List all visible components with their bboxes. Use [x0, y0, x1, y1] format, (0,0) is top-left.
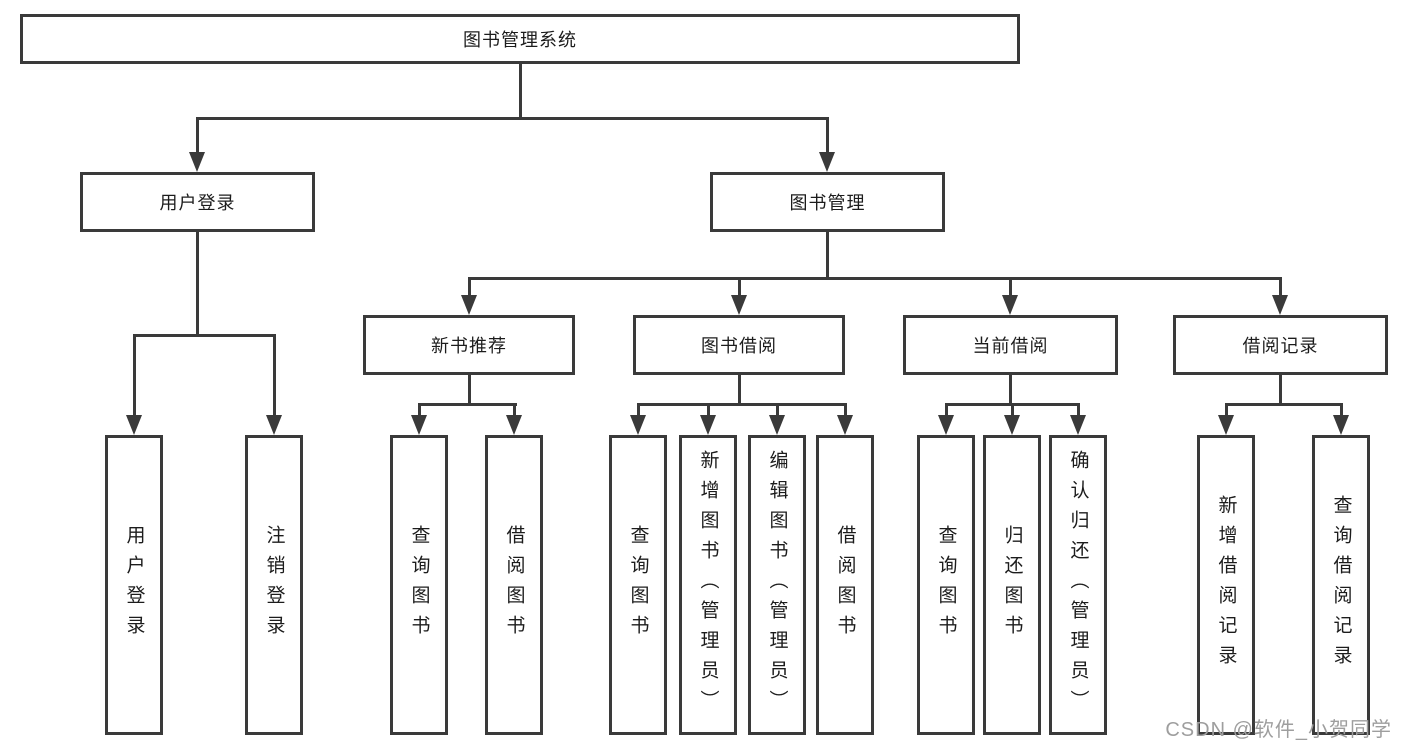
connector-line [707, 403, 710, 417]
connector-line [776, 403, 779, 417]
arrow-down-icon [266, 415, 282, 435]
connector-line [196, 230, 199, 337]
leaf-label: 确认归还（管理员） [1067, 450, 1089, 720]
connector-line [738, 277, 741, 298]
connector-line [1009, 373, 1012, 406]
leaf-return-books: 归还图书 [983, 435, 1041, 735]
arrow-down-icon [189, 152, 205, 172]
leaf-label: 借阅图书 [834, 525, 856, 645]
connector-line [637, 403, 847, 406]
node-book-borrowing: 图书借阅 [633, 315, 845, 375]
connector-line [468, 277, 1282, 280]
leaf-query-books-current: 查询图书 [917, 435, 975, 735]
node-root-system: 图书管理系统 [20, 14, 1020, 64]
leaf-label: 查询借阅记录 [1330, 495, 1352, 675]
connector-line [1225, 403, 1228, 417]
connector-line [1011, 403, 1014, 417]
arrow-down-icon [1002, 295, 1018, 315]
arrow-down-icon [769, 415, 785, 435]
leaf-add-borrow-record: 新增借阅记录 [1197, 435, 1255, 735]
arrow-down-icon [1070, 415, 1086, 435]
leaf-label: 查询图书 [408, 525, 430, 645]
leaf-label: 查询图书 [627, 525, 649, 645]
node-book-management: 图书管理 [710, 172, 945, 232]
leaf-borrow-books-newbook: 借阅图书 [485, 435, 543, 735]
leaf-add-books-admin: 新增图书（管理员） [679, 435, 737, 735]
leaf-label: 查询图书 [935, 525, 957, 645]
arrow-down-icon [506, 415, 522, 435]
leaf-query-books-borrow: 查询图书 [609, 435, 667, 735]
connector-line [273, 334, 276, 417]
connector-line [1009, 277, 1012, 298]
csdn-watermark: CSDN @软件_小贺同学 [1165, 719, 1392, 741]
leaf-label: 借阅图书 [503, 525, 525, 645]
arrow-down-icon [411, 415, 427, 435]
connector-line [133, 334, 136, 417]
leaf-label: 编辑图书（管理员） [766, 450, 788, 720]
leaf-query-books-newbook: 查询图书 [390, 435, 448, 735]
node-current-borrowing: 当前借阅 [903, 315, 1118, 375]
arrow-down-icon [1272, 295, 1288, 315]
arrow-down-icon [1218, 415, 1234, 435]
node-new-book-recommendation: 新书推荐 [363, 315, 575, 375]
connector-line [418, 403, 517, 406]
arrow-down-icon [938, 415, 954, 435]
connector-line [468, 277, 471, 298]
node-user-login: 用户登录 [80, 172, 315, 232]
connector-line [1279, 373, 1282, 406]
connector-line [513, 403, 516, 417]
leaf-label: 注销登录 [263, 525, 285, 645]
leaf-user-login: 用户登录 [105, 435, 163, 735]
arrow-down-icon [700, 415, 716, 435]
connector-line [1225, 403, 1343, 406]
leaf-borrow-books: 借阅图书 [816, 435, 874, 735]
leaf-label: 新增借阅记录 [1215, 495, 1237, 675]
leaf-confirm-return-admin: 确认归还（管理员） [1049, 435, 1107, 735]
leaf-logout: 注销登录 [245, 435, 303, 735]
connector-line [1077, 403, 1080, 417]
connector-line [1279, 277, 1282, 298]
connector-line [519, 62, 522, 119]
connector-line [133, 334, 276, 337]
arrow-down-icon [630, 415, 646, 435]
connector-line [637, 403, 640, 417]
node-borrowing-records: 借阅记录 [1173, 315, 1388, 375]
connector-line [844, 403, 847, 417]
arrow-down-icon [1004, 415, 1020, 435]
leaf-edit-books-admin: 编辑图书（管理员） [748, 435, 806, 735]
connector-line [1340, 403, 1343, 417]
arrow-down-icon [837, 415, 853, 435]
leaf-query-borrow-record: 查询借阅记录 [1312, 435, 1370, 735]
connector-line [826, 117, 829, 155]
arrow-down-icon [819, 152, 835, 172]
leaf-label: 用户登录 [123, 525, 145, 645]
connector-line [738, 373, 741, 406]
connector-line [826, 230, 829, 280]
connector-line [418, 403, 421, 417]
connector-line [945, 403, 948, 417]
arrow-down-icon [461, 295, 477, 315]
arrow-down-icon [731, 295, 747, 315]
connector-line [468, 373, 471, 406]
connector-line [196, 117, 199, 155]
arrow-down-icon [1333, 415, 1349, 435]
arrow-down-icon [126, 415, 142, 435]
leaf-label: 新增图书（管理员） [697, 450, 719, 720]
connector-line [196, 117, 829, 120]
leaf-label: 归还图书 [1001, 525, 1023, 645]
